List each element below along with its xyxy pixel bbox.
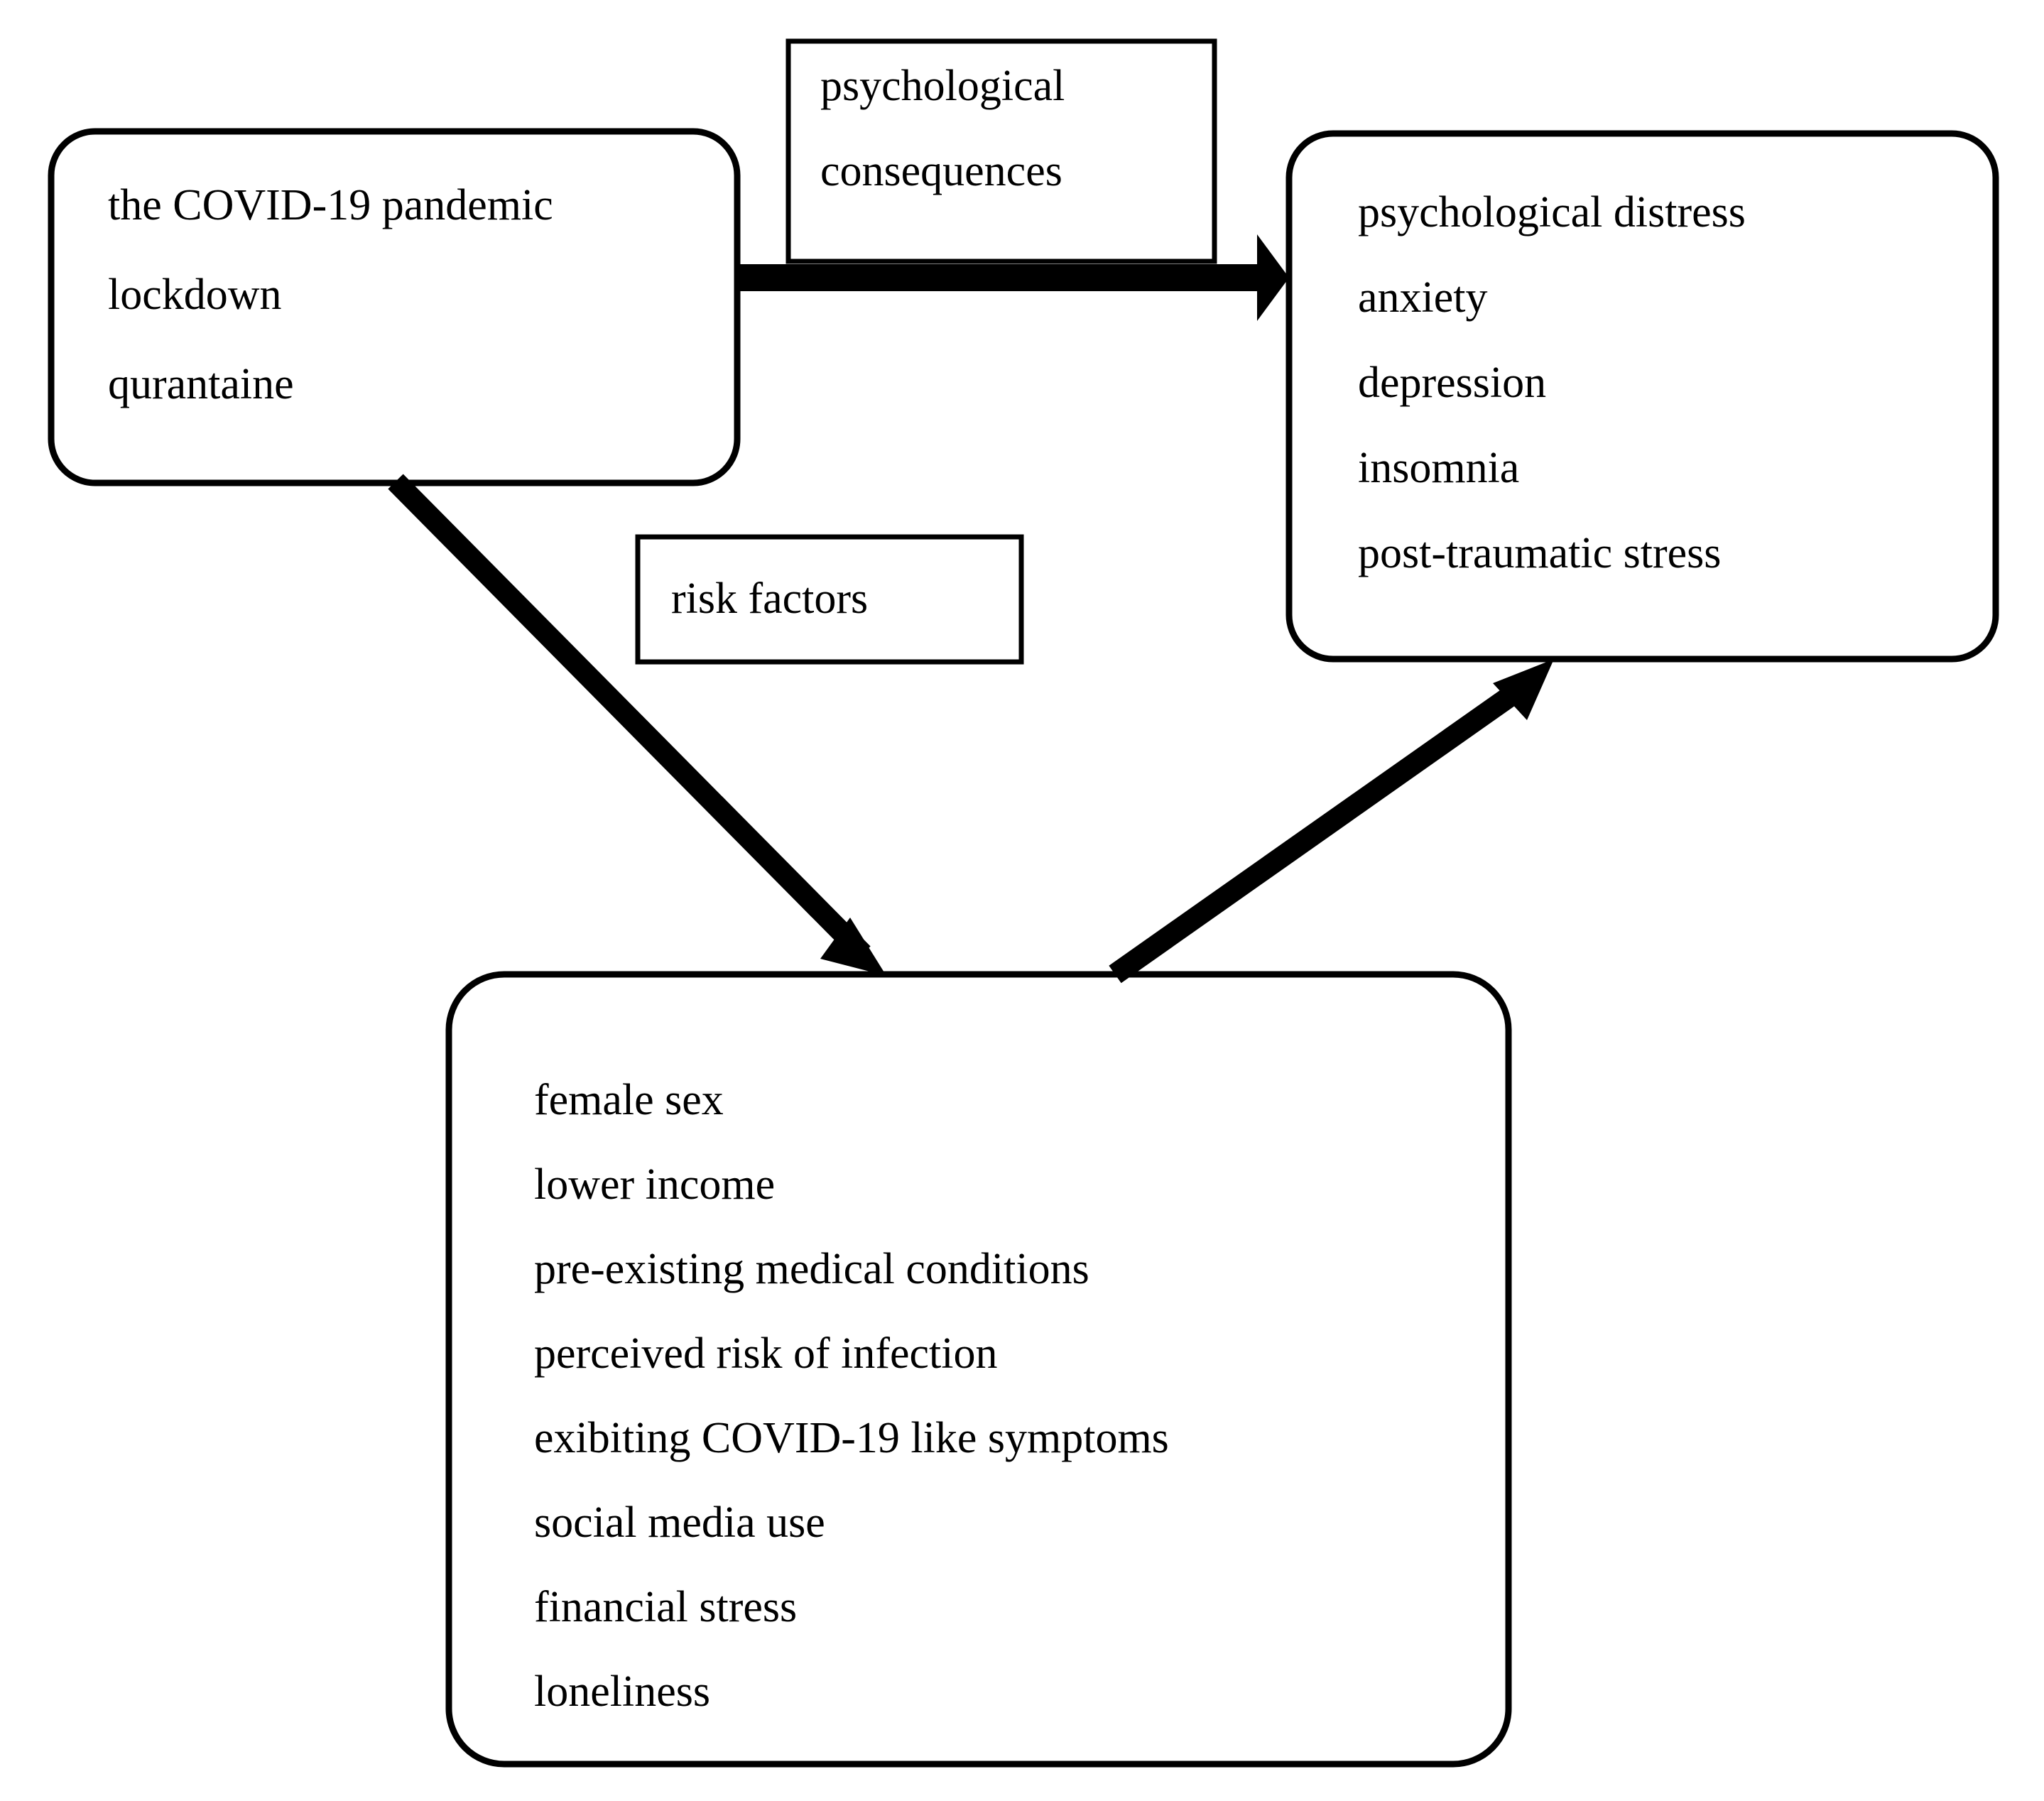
outcome-node-text: psychological distress anxiety depressio… — [1358, 190, 1746, 575]
riskfactor-node-line-2: lower income — [534, 1160, 776, 1209]
source-node-line-3: qurantaine — [108, 360, 294, 408]
arrow-source-to-outcome — [737, 234, 1289, 321]
source-node-line-1: the COVID-19 pandemic — [108, 181, 553, 229]
arrow-source-to-riskfactors — [388, 474, 886, 976]
edge-label-riskfactors-box[interactable] — [635, 534, 1024, 665]
edge-label-consequences-box[interactable] — [785, 38, 1217, 264]
riskfactor-node-line-7: financial stress — [534, 1583, 798, 1631]
outcome-node-line-5: post-traumatic stress — [1358, 529, 1722, 577]
riskfactor-node-line-6: social media use — [534, 1498, 825, 1547]
riskfactor-node-text: female sex lower income pre-existing med… — [534, 1078, 1169, 1714]
outcome-node-line-2: anxiety — [1358, 273, 1488, 322]
riskfactor-node-line-8: loneliness — [534, 1667, 710, 1716]
edge-label-consequences-line-1: psychological — [820, 62, 1065, 110]
edge-label-consequences-line-2: consequences — [820, 147, 1062, 195]
outcome-node-box[interactable] — [1285, 130, 1999, 663]
outcome-node-line-1: psychological distress — [1358, 188, 1746, 236]
riskfactor-node-box[interactable] — [445, 971, 1512, 1768]
riskfactor-node-line-5: exibiting COVID-19 like symptoms — [534, 1414, 1169, 1462]
source-node-line-2: lockdown — [108, 271, 282, 319]
edge-label-riskfactors-text: risk factors — [671, 575, 869, 623]
source-node-text: the COVID-19 pandemic lockdown qurantain… — [108, 183, 553, 406]
arrow-riskfactors-to-outcome — [1109, 659, 1554, 984]
outcome-node-line-3: depression — [1358, 359, 1547, 407]
edge-label-consequences-text: psychological consequences — [820, 64, 1065, 193]
riskfactor-node-line-1: female sex — [534, 1076, 724, 1124]
outcome-node-line-4: insomnia — [1358, 444, 1520, 492]
riskfactor-node-line-4: perceived risk of infection — [534, 1329, 998, 1378]
riskfactor-node-line-3: pre-existing medical conditions — [534, 1245, 1089, 1293]
